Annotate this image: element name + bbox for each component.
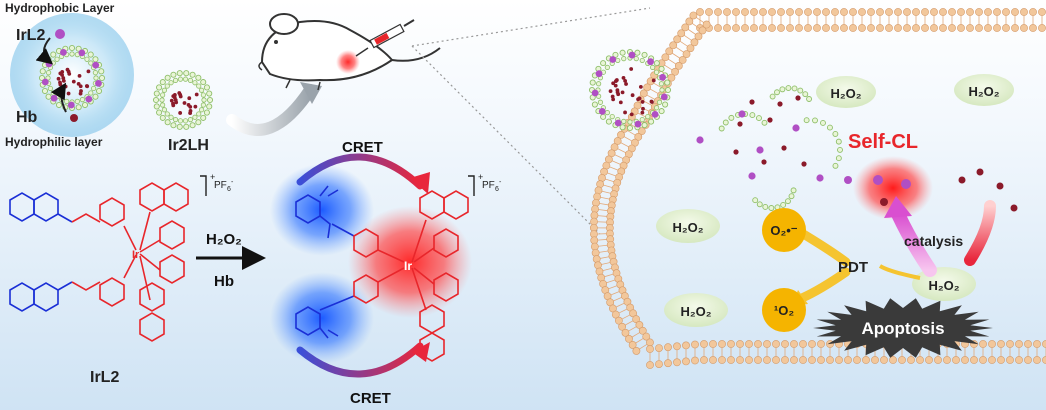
micelle-halo-group (10, 13, 134, 137)
tumor-glow (336, 50, 360, 74)
catalysis-arrowhead (884, 196, 912, 218)
self-cl-label: Self-CL (848, 131, 918, 153)
blue-glow-bottom (270, 272, 374, 364)
pf6-left: + PF 6 - (200, 172, 234, 196)
ir-atom-label-left: Ir (132, 249, 140, 261)
svg-text:6: 6 (495, 186, 499, 193)
irl2-top-label: IrL2 (16, 27, 45, 44)
pdt-arrow-top (795, 227, 851, 267)
reagent-hb-label: Hb (214, 273, 234, 290)
hb-red-arrow (964, 200, 996, 266)
zoom-line-top (411, 7, 651, 47)
micelle-halo (10, 13, 134, 137)
cret-arrowhead-top (410, 172, 430, 194)
pf6-left-label: PF (214, 180, 227, 191)
hydrophilic-layer-label: Hydrophilic layer (5, 135, 103, 149)
pdt-arrow-bottom (797, 267, 851, 303)
hydrophobic-layer-label: Hydrophobic Layer (5, 1, 115, 15)
irl2-structure (9, 182, 189, 342)
mouse-illustration (258, 13, 441, 91)
ir-atom-label-middle: Ir (404, 259, 412, 273)
h2o2-label-3: H₂O₂ (672, 220, 703, 235)
free-hb-dots (958, 168, 1018, 212)
h2o2-label-1: H₂O₂ (830, 86, 861, 101)
ir2lh-nanoparticle (152, 70, 214, 130)
hb-in-glow (880, 198, 888, 206)
disassembled-micelle (696, 85, 843, 211)
self-cl-glow (853, 156, 933, 220)
h2o2-label-4: H₂O₂ (680, 304, 711, 319)
h2o2-label-5: H₂O₂ (928, 278, 959, 293)
hb-arrow (50, 82, 67, 113)
injection-arrow (226, 84, 316, 136)
micelle-nanoparticle (38, 44, 106, 112)
catalysis-label: catalysis (904, 233, 963, 249)
injection-arrowhead (300, 82, 322, 104)
mouse-eye (274, 40, 278, 44)
micelle-outside-cell (588, 48, 672, 132)
pdt-link (878, 264, 921, 280)
svg-text:6: 6 (227, 186, 231, 193)
pf6-right-label: PF (482, 180, 495, 191)
singlet-oxygen-label: ¹O₂ (774, 303, 794, 318)
mouse-tail (391, 47, 441, 62)
cret-bottom-label: CRET (350, 390, 391, 407)
cret-arrow-bottom (296, 342, 424, 378)
syringe-icon (355, 19, 415, 57)
irl2-in-glow-2 (901, 179, 911, 189)
h2o2-label-2: H₂O₂ (968, 84, 999, 99)
superoxide-label: O₂•⁻ (770, 223, 797, 238)
svg-text:+: + (210, 172, 215, 182)
mouse-legs (285, 79, 321, 91)
cret-arrowhead-bottom (412, 342, 430, 362)
svg-text:-: - (231, 179, 234, 186)
irl2-arrow (35, 37, 54, 65)
cret-arrow-top (296, 153, 424, 190)
h2o2-bubbles: H₂O₂ H₂O₂ H₂O₂ H₂O₂ H₂O₂ (656, 74, 1014, 327)
ir2lh-label: Ir2LH (168, 137, 209, 154)
h2o2-bubble-3 (656, 209, 720, 243)
singlet-oxygen-circle (762, 288, 806, 332)
cret-top-label: CRET (342, 139, 383, 156)
superoxide-circle (762, 208, 806, 252)
h2o2-bubble-2 (954, 74, 1014, 106)
hb-top-label: Hb (16, 109, 38, 126)
svg-text:+: + (478, 172, 483, 182)
mouse-ear (269, 13, 299, 35)
reagent-h2o2-label: H₂O₂ (206, 231, 242, 248)
irl2-structure-label: IrL2 (90, 369, 119, 386)
mouse-nose (258, 61, 263, 71)
red-glow-center (348, 206, 472, 318)
pf6-right: + PF 6 - (468, 172, 502, 196)
zoom-line-bottom (411, 45, 601, 235)
svg-text:-: - (499, 179, 502, 186)
irl2-in-glow-1 (873, 175, 883, 185)
h2o2-bubble-1 (816, 76, 876, 108)
catalysis-arrow (891, 207, 937, 277)
apoptosis-label: Apoptosis (861, 319, 944, 338)
h2o2-bubble-4 (664, 293, 728, 327)
irl2-dot-icon (55, 29, 65, 39)
pdt-label: PDT (838, 259, 868, 276)
apoptosis-burst (813, 298, 993, 358)
irl2-free-1 (844, 176, 852, 184)
hb-dot-icon (70, 114, 78, 122)
